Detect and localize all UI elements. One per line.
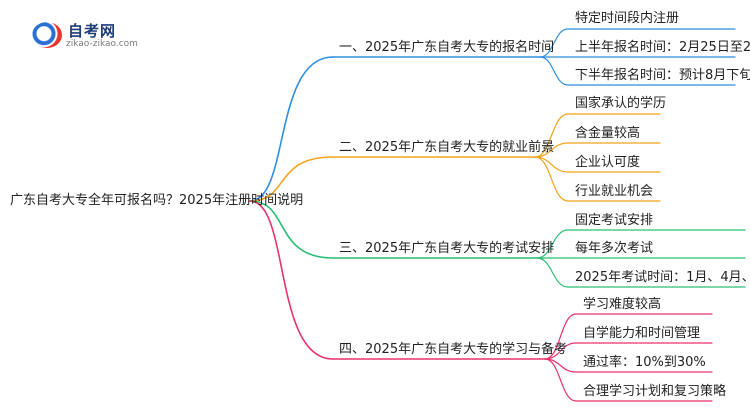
branch-4-leaf-3: 通过率：10%到30% [583, 355, 706, 370]
branch-2-leaf-1-curve [534, 113, 569, 158]
logo-url: zikao-zikao.com [66, 39, 138, 49]
branch-3-leaf-3-curve [536, 257, 569, 288]
branch-1-curve [249, 56, 334, 202]
logo-icon [32, 22, 62, 48]
branch-3-leaf-1: 固定考试安排 [575, 213, 654, 228]
branch-4-leaf-1-curve [544, 313, 577, 360]
branch-3-leaf-2: 每年多次考试 [575, 241, 654, 256]
branch-4-curve [249, 200, 334, 360]
logo-name: 自考网 [68, 22, 117, 40]
branch-2-leaf-2-curve [534, 142, 569, 158]
branch-3-label: 三、2025年广东自考大专的考试安排 [339, 241, 555, 256]
branch-2-label: 二、2025年广东自考大专的就业前景 [339, 140, 555, 155]
branch-1-label: 一、2025年广东自考大专的报名时间 [339, 40, 555, 55]
branch-1-leaf-1-curve [539, 28, 569, 58]
root-node: 广东自考大专全年可报名吗？2025年注册时间说明 [10, 193, 304, 208]
branch-2-leaf-4-curve [534, 156, 569, 202]
branch-2-leaf-3: 企业认可度 [575, 155, 641, 170]
branch-3-curve [249, 200, 334, 259]
branch-4-leaf-4-curve [544, 358, 577, 402]
branch-1-leaf-3: 下半年报名时间：预计8月下旬 [575, 68, 750, 83]
branch-4-leaf-2-curve [544, 342, 577, 360]
branch-1-leaf-2: 上半年报名时间：2月25日至28日 [575, 40, 750, 55]
branch-2-leaf-1: 国家承认的学历 [575, 96, 667, 111]
branch-1-leaf-3-curve [539, 56, 569, 86]
branch-3-leaf-3: 2025年考试时间：1月、4月、10月 [575, 270, 750, 285]
branch-2-leaf-4: 行业就业机会 [575, 184, 654, 199]
branch-3-leaf-1-curve [536, 229, 569, 259]
branch-2-leaf-2: 含金量较高 [575, 126, 641, 141]
branch-4-leaf-4: 合理学习计划和复习策略 [583, 384, 727, 399]
branch-4-leaf-2: 自学能力和时间管理 [583, 326, 701, 341]
branch-1-leaf-1: 特定时间段内注册 [575, 11, 680, 26]
branch-2-curve [249, 156, 334, 202]
site-logo[interactable]: 自考网 zikao-zikao.com [32, 18, 152, 54]
branch-4-label: 四、2025年广东自考大专的学习与备考 [339, 342, 568, 357]
branch-4-leaf-1: 学习难度较高 [583, 297, 662, 312]
